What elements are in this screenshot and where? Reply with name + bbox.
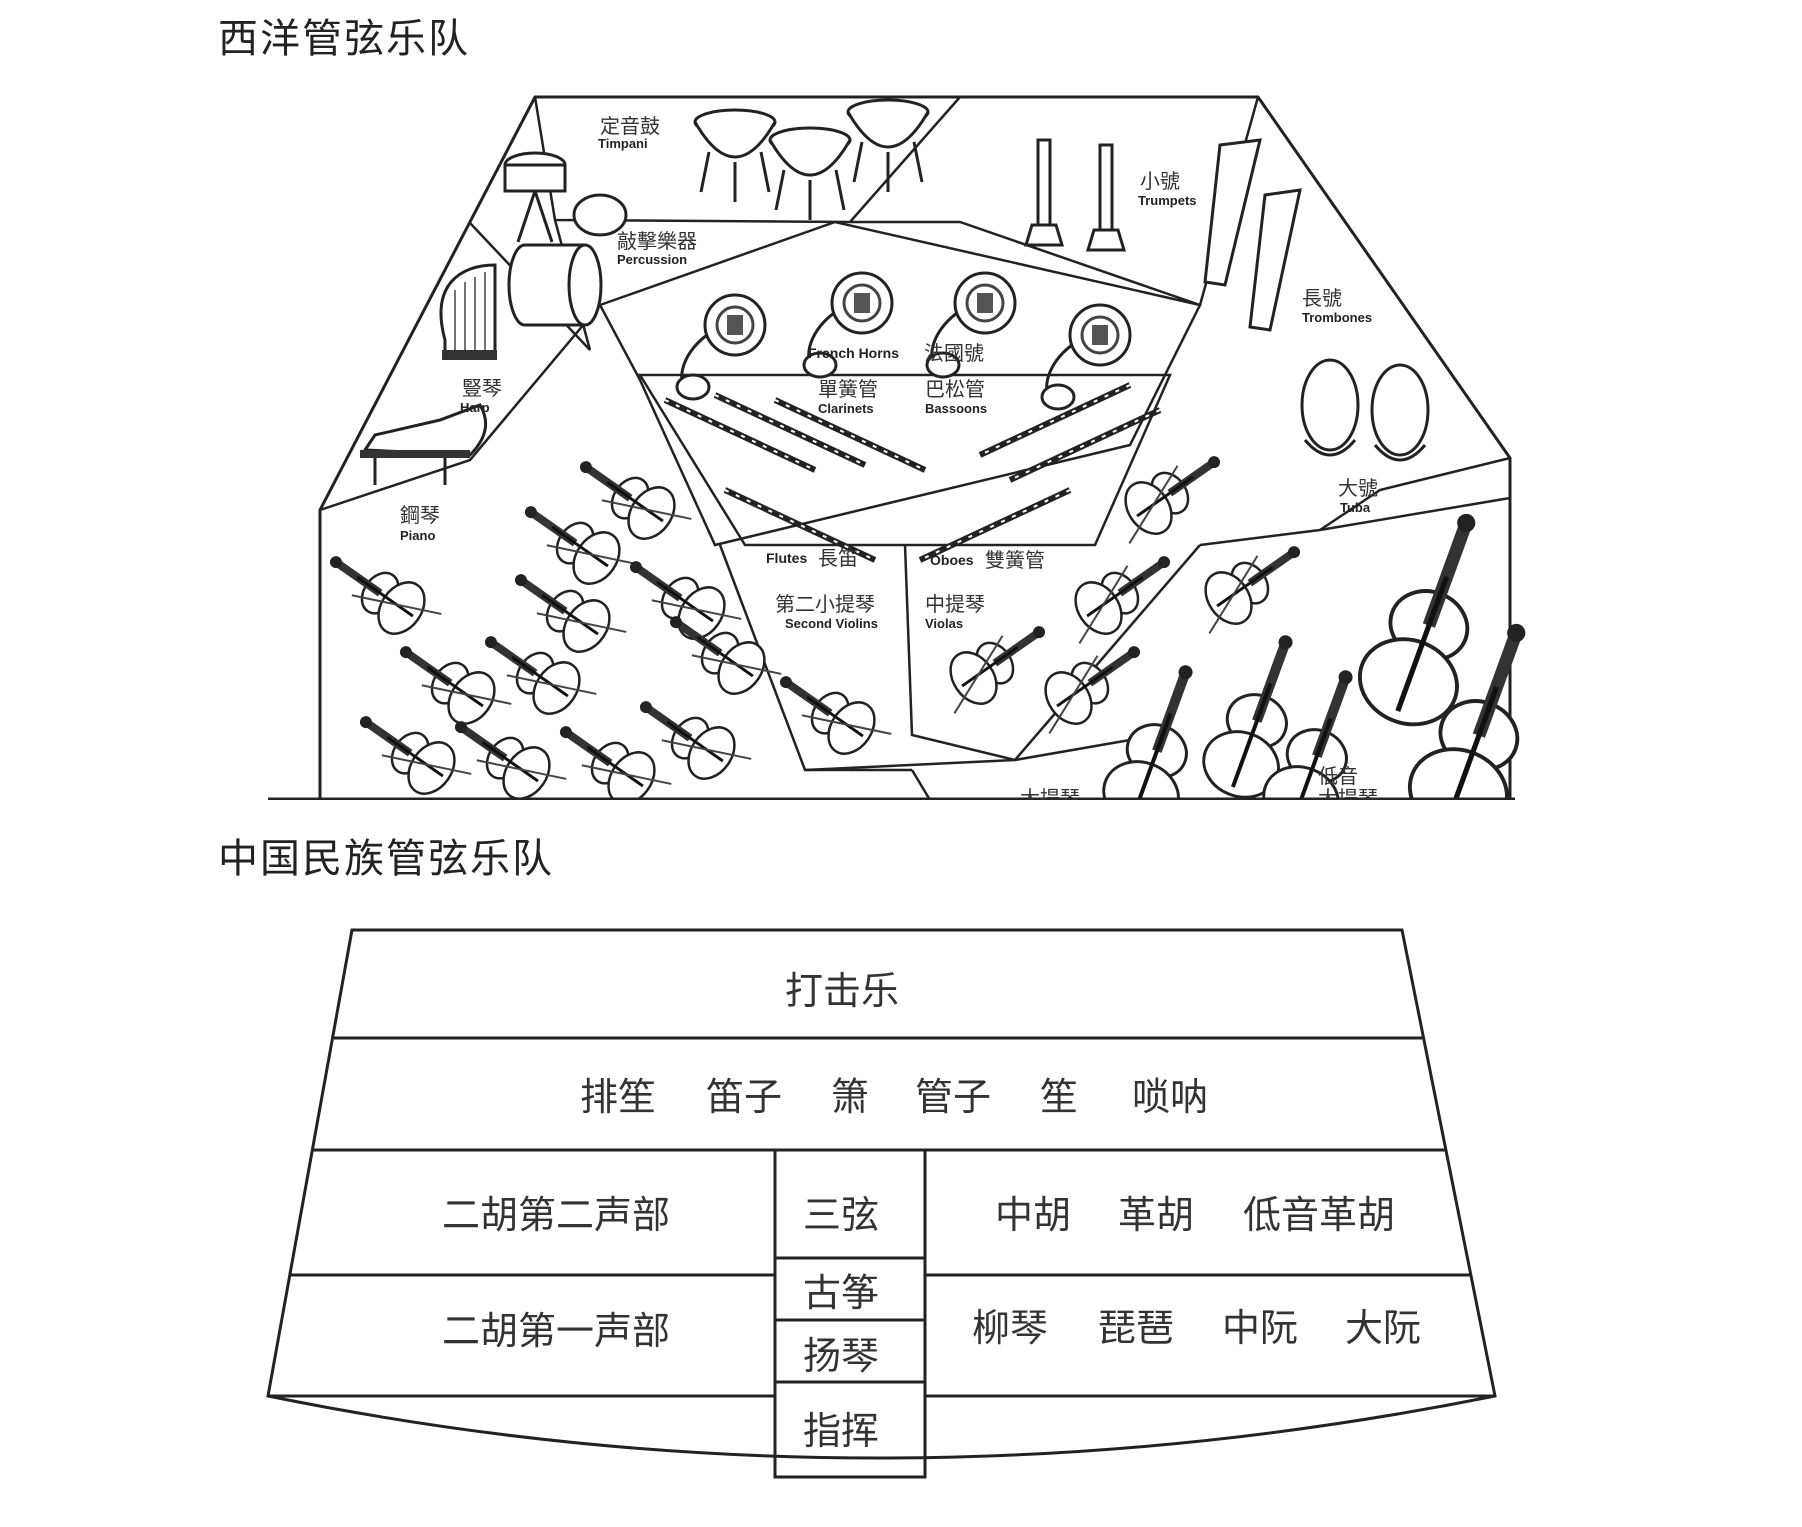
flutes-label-en: Flutes [766,550,807,566]
french-horns-label-en: French Horns [808,345,899,361]
plucked-daruan: 大阮 [1345,1306,1422,1350]
erhu-second-section: 二胡第二声部 [442,1193,671,1237]
wind-instrument-paisheng: 排笙 [580,1075,657,1119]
piano-label-en: Piano [400,528,435,543]
wind-instrument-sheng: 笙 [1040,1075,1079,1119]
tuba-label-en: Tuba [1340,500,1371,515]
bassoons-label-zh: 巴松管 [925,377,985,401]
tuba-label-zh: 大號 [1338,476,1378,500]
clarinets-label-zh: 單簧管 [818,377,878,401]
second-violins-label-en: Second Violins [785,616,878,631]
trumpets-label-en: Trumpets [1138,193,1197,208]
harp-illustration [439,263,497,360]
plucked-liuqin: 柳琴 [972,1306,1049,1350]
oboes-label-zh: 雙簧管 [985,548,1045,572]
conductor-cell: 指挥 [803,1409,880,1453]
bowed-bass-gehu: 低音革胡 [1243,1193,1396,1237]
bowed-gehu: 革胡 [1118,1193,1195,1237]
second-violins-label-zh: 第二小提琴 [775,592,875,616]
timpani-label-zh: 定音鼓 [600,114,660,138]
violas-label-zh: 中提琴 [925,592,985,616]
western-orchestra-title: 西洋管弦乐队 [218,16,470,62]
double-basses-label-zh1: 低音 [1318,764,1358,788]
western-orchestra-diagram: 定音鼓 Timpani 敲擊樂器 Percussion 小號 Trumpets … [268,95,1802,800]
tuba-illustration [1300,358,1430,462]
trombones-label-zh: 長號 [1302,286,1342,310]
timpani-label-en: Timpani [598,136,648,151]
plucked-pipa: 琵琶 [1098,1306,1175,1350]
flutes-label-zh: 長笛 [818,546,858,570]
french-horns-label-zh: 法國號 [924,341,984,365]
chinese-orchestra-title: 中国民族管弦乐队 [218,836,554,882]
bowed-zhonghu: 中胡 [995,1193,1072,1237]
guzheng-cell: 古筝 [803,1271,880,1315]
trumpets-label-zh: 小號 [1140,169,1180,193]
erhu-first-section: 二胡第一声部 [442,1309,671,1353]
piano-illustration [360,403,488,485]
percussion-cell: 打击乐 [785,969,900,1013]
percussion-instruments [503,151,628,327]
wind-instrument-guanzi: 管子 [915,1075,992,1119]
percussion-label-zh: 敲擊樂器 [617,229,697,253]
clarinets-label-en: Clarinets [818,401,874,416]
plucked-zhongruan: 中阮 [1222,1306,1299,1350]
piano-label-zh: 鋼琴 [400,503,440,527]
bassoons-label-en: Bassoons [925,401,987,416]
percussion-label-en: Percussion [617,252,687,267]
harp-label-en: Harp [460,400,490,415]
trumpets-illustration [1023,138,1127,252]
yangqin-cell: 扬琴 [803,1334,880,1378]
oboes-label-en: Oboes [930,552,974,568]
harp-label-zh: 豎琴 [462,376,502,400]
wind-instrument-xiao: 箫 [831,1075,870,1119]
sanxian-cell: 三弦 [803,1193,880,1237]
double-basses-label-zh2: 大提琴 [1318,786,1378,800]
trombones-label-en: Trombones [1302,310,1372,325]
wind-instrument-suona: 唢呐 [1132,1075,1209,1119]
trombones-illustration [1203,138,1302,332]
wind-instrument-dizi: 笛子 [706,1075,783,1119]
cellos-label-zh: 大提琴 [1020,786,1080,800]
violas-label-en: Violas [925,616,963,631]
